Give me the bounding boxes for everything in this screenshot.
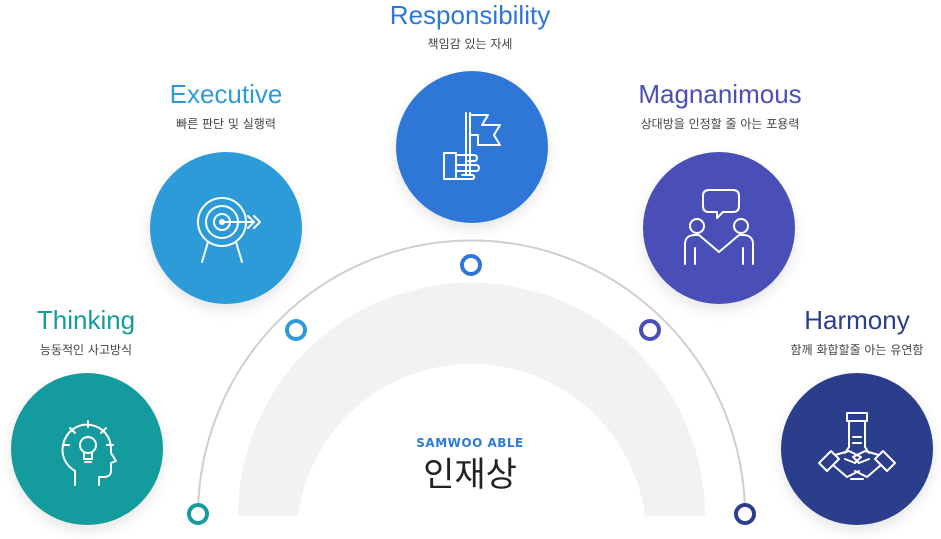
magnanimous-title: Magnanimous xyxy=(638,79,802,109)
responsibility-circle xyxy=(396,71,548,223)
target-arrow-icon xyxy=(197,197,261,263)
outer-arc xyxy=(197,239,746,517)
arc-node-thinking xyxy=(187,503,209,525)
inner-band xyxy=(238,282,705,516)
executive-subtitle: 빠른 판단 및 실행력 xyxy=(176,117,276,131)
harmony-title: Harmony xyxy=(804,305,910,335)
arc-node-responsibility xyxy=(460,254,482,276)
stacked-hands-icon xyxy=(818,412,896,480)
center-brand: SAMWOO ABLE xyxy=(416,436,524,450)
executive-circle xyxy=(150,152,302,304)
arc-node-executive xyxy=(285,319,307,341)
arc-node-magnanimous xyxy=(639,319,661,341)
arc-node-harmony xyxy=(734,503,756,525)
hand-flag-icon xyxy=(443,112,501,180)
magnanimous-subtitle: 상대방을 인정할 줄 아는 포용력 xyxy=(640,117,800,131)
center-title: 인재상 xyxy=(423,455,517,495)
head-lightbulb-icon xyxy=(61,420,117,486)
magnanimous-circle xyxy=(643,152,795,304)
thinking-subtitle: 능동적인 사고방식 xyxy=(39,343,133,357)
people-speech-icon xyxy=(684,189,754,265)
responsibility-title: Responsibility xyxy=(389,0,551,30)
executive-title: Executive xyxy=(169,79,283,109)
responsibility-subtitle: 책임감 있는 자세 xyxy=(427,37,513,51)
harmony-subtitle: 함께 화합할줄 아는 유연함 xyxy=(790,343,924,357)
harmony-circle xyxy=(781,373,933,525)
thinking-title: Thinking xyxy=(36,305,136,335)
thinking-circle xyxy=(11,373,163,525)
